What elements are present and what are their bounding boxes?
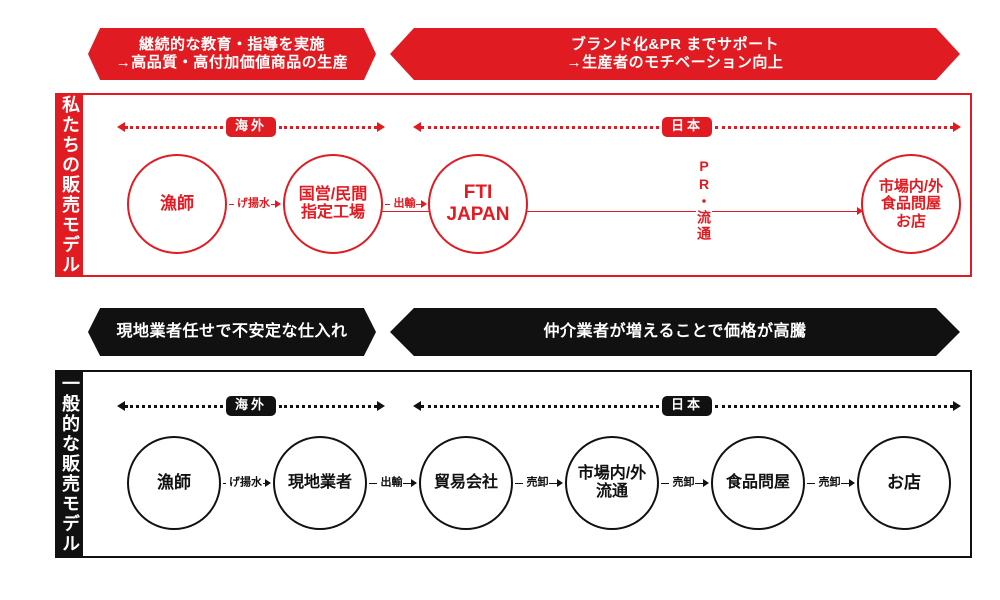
node-food-wholesaler[interactable]: 食品問屋 [711, 436, 805, 530]
link-label: 卸売 [669, 476, 695, 490]
general-model-side-label: 一般的な販売モデル [57, 372, 83, 556]
panel-our-model: 私たちの販売モデル 海外 日本 PR・流通 [55, 93, 972, 277]
arrow-left-icon [117, 401, 125, 411]
banner-bottom-right: 仲介業者が増えることで価格が高騰 [390, 308, 960, 356]
arrow-right-icon [953, 401, 962, 411]
our-model-board: 海外 日本 PR・流通 漁師 国営/民間 指定工 [83, 95, 970, 275]
scope-dash [125, 125, 223, 129]
node-local-trader[interactable]: 現地業者 [273, 436, 367, 530]
scope-overseas-our-model: 海外 [117, 117, 386, 137]
arrow-right-icon [953, 122, 962, 132]
link-export-our-model: 輸出 [385, 197, 427, 211]
arrow-right-icon [377, 401, 386, 411]
link-label: 輸出 [377, 476, 403, 490]
arrow-head-icon [703, 479, 709, 487]
flow-line-pr-distribution [323, 204, 863, 218]
banner-bottom-left: 現地業者任せで不安定な仕入れ [88, 308, 376, 356]
scope-dash [421, 404, 659, 408]
banner-bottom-left-line1: 現地業者任せで不安定な仕入れ [116, 323, 348, 341]
banner-top-left: 継続的な教育・指導を実施 →高品質・高付加価値商品の生産 [88, 28, 376, 80]
node-fisherman-our-model[interactable]: 漁師 [127, 154, 227, 254]
node-market-distribution[interactable]: 市場内/外 流通 [565, 436, 659, 530]
link-segment [515, 482, 523, 484]
link-landing-general-model: 水揚げ [223, 476, 271, 490]
link-segment [807, 482, 815, 484]
link-segment [223, 482, 226, 484]
banner-top-right-line1: ブランド化&PR までサポート [570, 35, 780, 53]
banner-top-right-line2: →生産者のモチベーション向上 [566, 54, 784, 71]
scope-chip-overseas: 海外 [226, 117, 277, 137]
link-segment [403, 482, 411, 484]
link-label: 水揚げ [233, 197, 271, 211]
general-model-board: 海外 日本 漁師 現地業者 貿易会社 市場内/外 [83, 372, 970, 556]
panel-general-model: 一般的な販売モデル 海外 日本 漁師 現地業者 [55, 370, 972, 558]
banner-bottom-right-line1: 仲介業者が増えることで価格が高騰 [543, 323, 807, 341]
arrow-head-icon [265, 479, 271, 487]
link-segment [229, 203, 234, 205]
node-designated-factory[interactable]: 国営/民間 指定工場 [283, 154, 383, 254]
banner-top-right: ブランド化&PR までサポート →生産者のモチベーション向上 [390, 28, 960, 80]
node-fti-japan[interactable]: FTI JAPAN [428, 154, 528, 254]
link-wholesale-1: 卸売 [515, 476, 563, 490]
scope-dash [279, 404, 378, 408]
node-label: 現地業者 [287, 473, 352, 491]
scope-japan-general-model: 日本 [413, 396, 962, 416]
link-label: 卸売 [815, 476, 841, 490]
link-segment [385, 203, 390, 205]
node-label: 貿易会社 [433, 473, 498, 491]
link-landing-our-model: 水揚げ [229, 197, 281, 211]
arrow-left-icon [413, 401, 421, 411]
link-label: 輸出 [390, 197, 416, 211]
link-segment [695, 482, 703, 484]
link-segment [661, 482, 669, 484]
our-model-side-label: 私たちの販売モデル [57, 95, 83, 275]
arrow-left-icon [117, 122, 125, 132]
link-segment [841, 482, 849, 484]
arrow-head-icon [275, 200, 281, 208]
node-shop[interactable]: お店 [857, 436, 951, 530]
flow-segment [323, 210, 857, 212]
arrow-left-icon [413, 122, 421, 132]
node-label: 漁師 [157, 473, 191, 493]
arrow-head-icon [557, 479, 563, 487]
arrow-head-icon [411, 479, 417, 487]
link-segment [270, 203, 275, 205]
scope-dash [715, 404, 954, 408]
link-segment [369, 482, 377, 484]
scope-chip-japan: 日本 [662, 117, 713, 137]
scope-dash [715, 125, 954, 129]
link-segment [262, 482, 265, 484]
scope-dash [125, 404, 223, 408]
link-segment [416, 203, 421, 205]
flow-caption-pr-distribution: PR・流通 [696, 155, 712, 245]
scope-overseas-general-model: 海外 [117, 396, 386, 416]
node-label: 漁師 [160, 194, 194, 214]
link-label: 卸売 [523, 476, 549, 490]
scope-chip-overseas: 海外 [226, 396, 277, 416]
node-label: 市場内/外 流通 [577, 464, 647, 500]
scope-dash [421, 125, 659, 129]
banner-top-left-line2: →高品質・高付加価値商品の生産 [115, 54, 349, 71]
node-trading-company[interactable]: 貿易会社 [419, 436, 513, 530]
arrow-head-icon [857, 207, 863, 215]
node-label: お店 [887, 473, 921, 493]
node-label: 市場内/外 食品問屋 お店 [878, 178, 944, 230]
link-wholesale-3: 卸売 [807, 476, 855, 490]
arrow-head-icon [421, 200, 427, 208]
link-export-general-model: 輸出 [369, 476, 417, 490]
link-label: 水揚げ [225, 476, 263, 490]
scope-chip-japan: 日本 [662, 396, 713, 416]
node-label: FTI JAPAN [446, 182, 510, 225]
link-segment [549, 482, 557, 484]
banner-top-left-line1: 継続的な教育・指導を実施 [138, 35, 325, 53]
node-market-wholesaler-shop[interactable]: 市場内/外 食品問屋 お店 [861, 154, 961, 254]
node-label: 食品問屋 [725, 473, 790, 491]
arrow-head-icon [849, 479, 855, 487]
link-wholesale-2: 卸売 [661, 476, 709, 490]
scope-dash [279, 125, 378, 129]
node-label: 国営/民間 指定工場 [298, 185, 368, 221]
scope-japan-our-model: 日本 [413, 117, 962, 137]
node-fisherman-general-model[interactable]: 漁師 [127, 436, 221, 530]
arrow-right-icon [377, 122, 386, 132]
